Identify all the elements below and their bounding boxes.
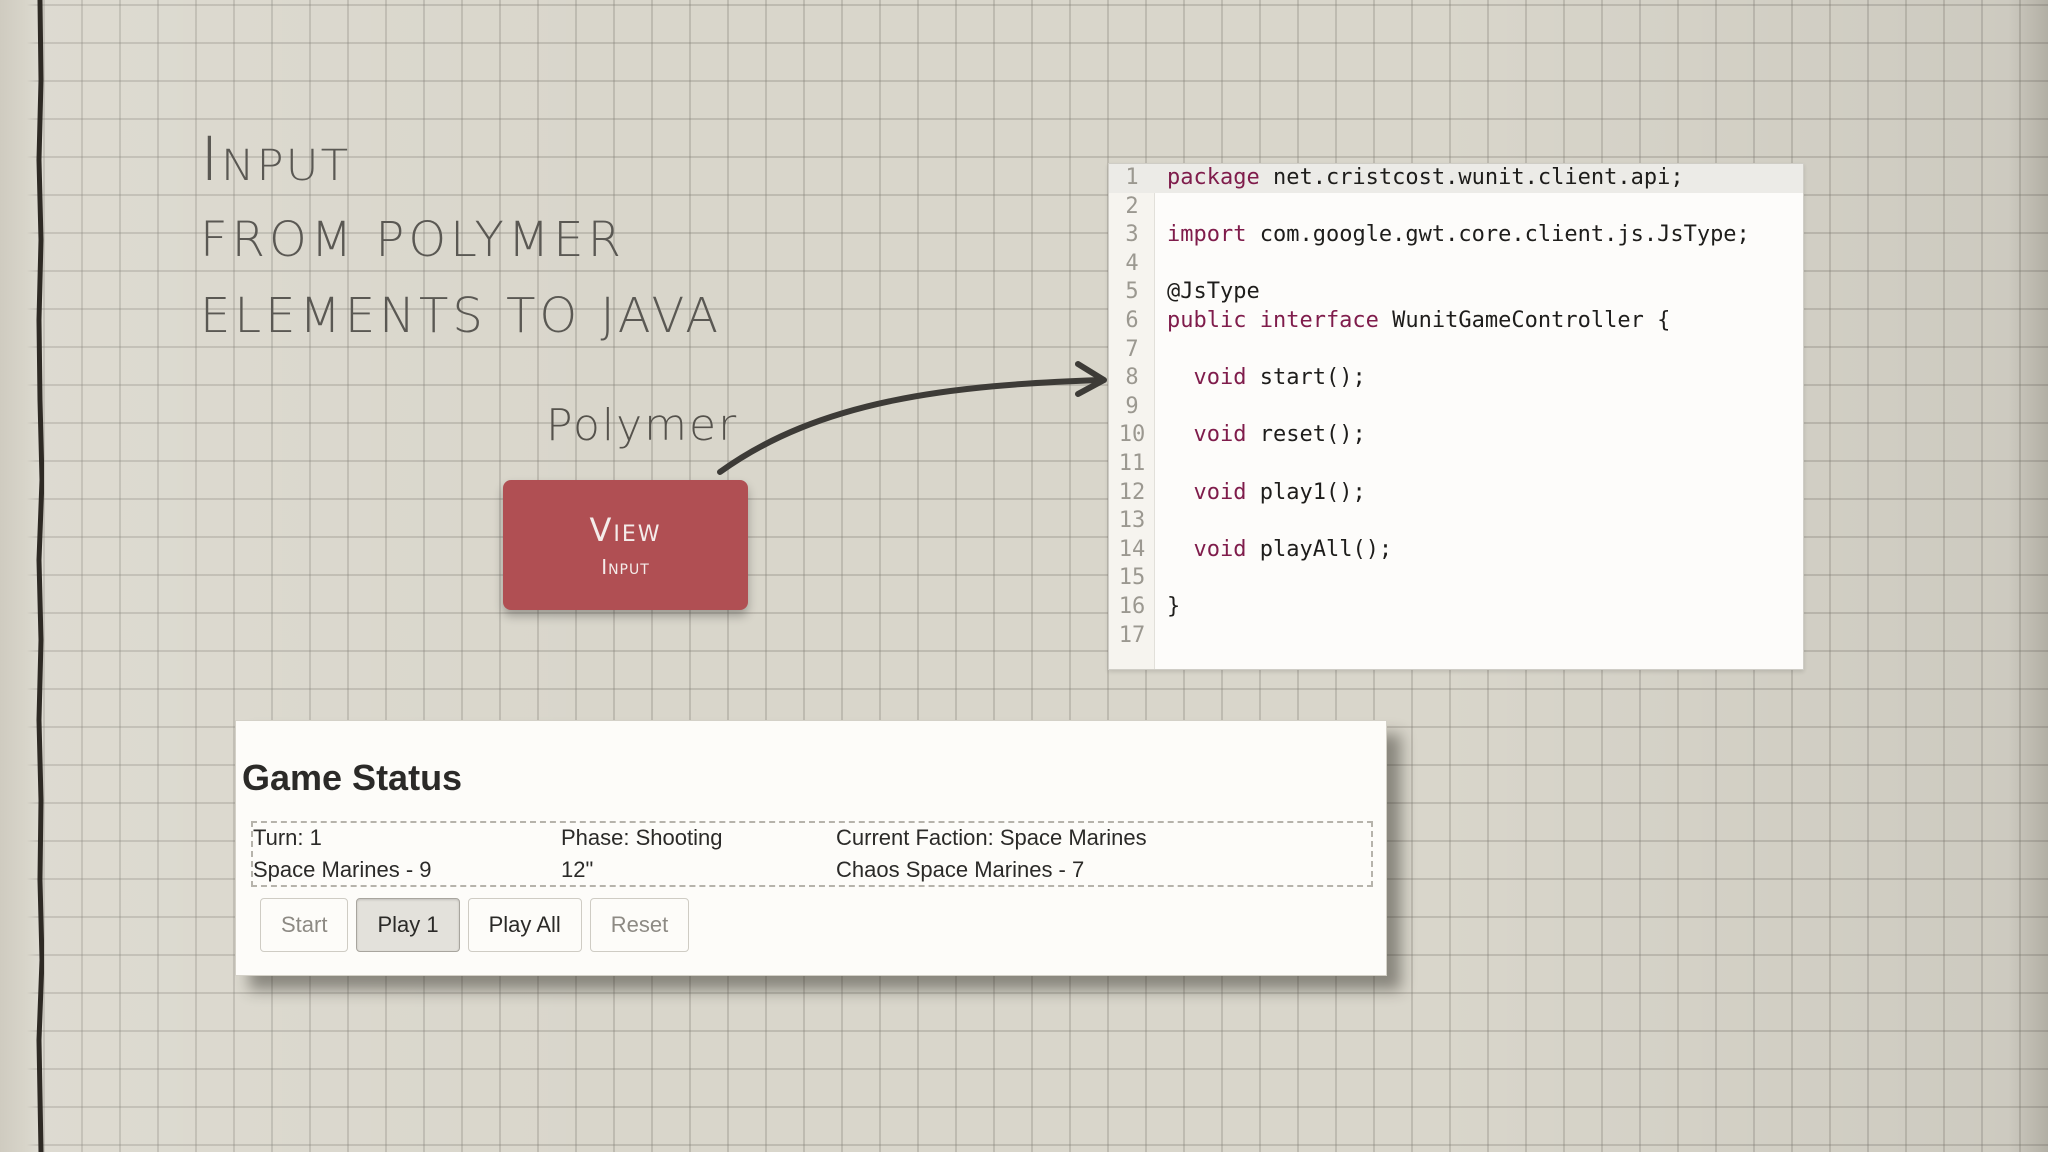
- line-number: 4: [1125, 250, 1139, 276]
- code-line[interactable]: 14 void playAll();: [1109, 536, 1803, 565]
- code-line[interactable]: 13: [1109, 507, 1803, 536]
- phase-value: Phase: Shooting: [561, 825, 723, 850]
- code-text: [1155, 450, 1167, 479]
- code-keyword: void: [1167, 536, 1247, 562]
- paper-right-shadow: [2008, 0, 2048, 1152]
- view-input-card[interactable]: View Input: [503, 480, 748, 610]
- code-line[interactable]: 12 void play1();: [1109, 479, 1803, 508]
- code-line[interactable]: 17: [1109, 622, 1803, 651]
- polymer-label: Polymer: [546, 400, 739, 451]
- code-line[interactable]: 6 public interface WunitGameController {: [1109, 307, 1803, 336]
- code-text: @JsType: [1155, 278, 1260, 307]
- code-text: public interface WunitGameController {: [1155, 307, 1670, 336]
- line-number: 11: [1118, 451, 1146, 476]
- code-text: void playAll();: [1155, 536, 1392, 565]
- game-status-panel: Game Status Turn: 1 Phase: Shooting Curr…: [235, 720, 1387, 976]
- code-rest: playAll();: [1246, 536, 1393, 562]
- code-text: import com.google.gwt.core.client.js.JsT…: [1155, 221, 1750, 250]
- code-text: [1155, 393, 1167, 422]
- code-line[interactable]: 5 @JsType: [1109, 278, 1803, 307]
- code-text: [1155, 564, 1167, 593]
- view-card-title: View: [589, 511, 662, 549]
- code-line[interactable]: 15: [1109, 564, 1803, 593]
- code-keyword: void: [1167, 422, 1247, 448]
- code-keyword: void: [1167, 479, 1247, 505]
- line-number-gutter: [1109, 164, 1155, 669]
- line-number: 13: [1118, 508, 1146, 534]
- code-text: package net.cristcost.wunit.client.api;: [1155, 164, 1684, 193]
- code-rest: WunitGameController {: [1378, 308, 1671, 333]
- turn-value: Turn: 1: [253, 825, 322, 850]
- play-all-button[interactable]: Play All: [467, 898, 582, 952]
- start-button[interactable]: Start: [260, 898, 349, 952]
- code-text: [1155, 507, 1167, 536]
- line-number: 12: [1118, 479, 1146, 505]
- reset-button[interactable]: Reset: [589, 898, 690, 952]
- line-number: 7: [1125, 336, 1139, 362]
- code-text: void play1();: [1155, 479, 1366, 508]
- code-text: [1155, 336, 1167, 365]
- code-text: void start();: [1155, 364, 1366, 393]
- line-number: 2: [1125, 193, 1139, 219]
- code-keyword: void: [1167, 365, 1247, 391]
- code-editor[interactable]: 1 package net.cristcost.wunit.client.api;…: [1108, 163, 1804, 670]
- code-text: [1155, 193, 1167, 222]
- paper-edge: [0, 0, 38, 1152]
- code-rest: }: [1167, 594, 1181, 619]
- code-rest: play1();: [1246, 479, 1366, 505]
- line-number: 9: [1125, 393, 1139, 419]
- current-faction-value: Current Faction: Space Marines: [836, 825, 1147, 850]
- code-text: }: [1155, 593, 1180, 622]
- code-rest: start();: [1246, 365, 1366, 391]
- code-text: [1155, 622, 1167, 651]
- code-line[interactable]: 9: [1109, 393, 1803, 422]
- code-rest: @JsType: [1167, 279, 1260, 305]
- code-rest: net.cristcost.wunit.client.api;: [1259, 165, 1684, 190]
- title-main: Input: [200, 124, 351, 196]
- slide-title: Input from Polymer elements to Java: [200, 118, 722, 354]
- distance-value: 12": [561, 857, 594, 882]
- game-controls: Start Play 1 Play All Reset: [260, 898, 690, 952]
- line-number: 16: [1118, 594, 1146, 619]
- line-number: 8: [1125, 365, 1139, 391]
- code-rest: reset();: [1246, 422, 1366, 448]
- line-number: 17: [1118, 622, 1146, 648]
- line-number: 10: [1118, 422, 1146, 448]
- code-text: void reset();: [1155, 421, 1366, 450]
- code-line[interactable]: 8 void start();: [1109, 364, 1803, 393]
- line-number: 5: [1125, 279, 1139, 305]
- title-line-3: elements to Java: [200, 288, 723, 344]
- code-keyword: package: [1167, 165, 1260, 190]
- game-status-title: Game Status: [242, 757, 463, 798]
- code-line[interactable]: 7: [1109, 336, 1803, 365]
- code-text: [1155, 250, 1167, 279]
- code-line[interactable]: 1 package net.cristcost.wunit.client.api;: [1109, 164, 1803, 193]
- faction1-score: Space Marines - 9: [253, 857, 432, 882]
- torn-margin-line: [36, 0, 44, 1152]
- code-keyword: import: [1167, 222, 1247, 248]
- code-line[interactable]: 16}: [1109, 593, 1803, 622]
- line-number: 15: [1118, 565, 1146, 591]
- play1-button[interactable]: Play 1: [356, 898, 460, 952]
- line-number: 14: [1118, 536, 1146, 562]
- view-card-subtitle: Input: [601, 555, 650, 579]
- code-line[interactable]: 3 import com.google.gwt.core.client.js.Js…: [1109, 221, 1803, 250]
- title-line-2: from Polymer: [200, 212, 625, 268]
- code-keyword: public interface: [1167, 308, 1379, 333]
- line-number: 3: [1125, 222, 1139, 248]
- code-line[interactable]: 2: [1109, 193, 1803, 222]
- code-rest: com.google.gwt.core.client.js.JsType;: [1246, 222, 1750, 248]
- line-number: 1: [1125, 165, 1139, 190]
- code-line[interactable]: 10 void reset();: [1109, 421, 1803, 450]
- code-line[interactable]: 4: [1109, 250, 1803, 279]
- faction2-score: Chaos Space Marines - 7: [836, 857, 1085, 882]
- code-line[interactable]: 11: [1109, 450, 1803, 479]
- game-status-grid: Turn: 1 Phase: Shooting Current Faction:…: [251, 821, 1373, 887]
- line-number: 6: [1125, 308, 1139, 333]
